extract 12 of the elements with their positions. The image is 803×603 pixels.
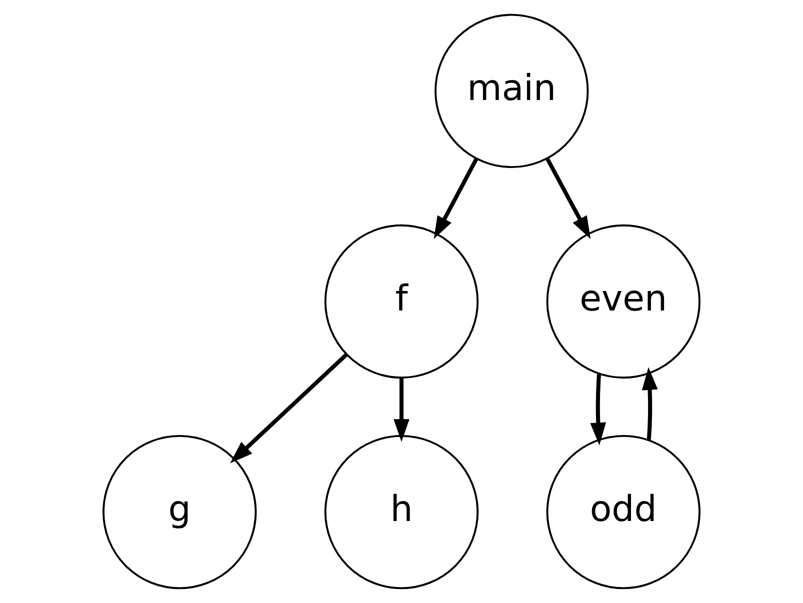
arrow [434,158,478,240]
arrow [642,367,658,440]
node-circle: odd [546,434,700,590]
node-circle: f [324,224,479,379]
arrow [546,158,591,240]
arrow [230,352,348,464]
node-circle: h [324,434,479,590]
node-circle: main [434,14,589,168]
node-circle: g [102,434,257,590]
arrow [590,374,606,446]
arrow [394,378,410,442]
node-circle: even [546,224,700,379]
